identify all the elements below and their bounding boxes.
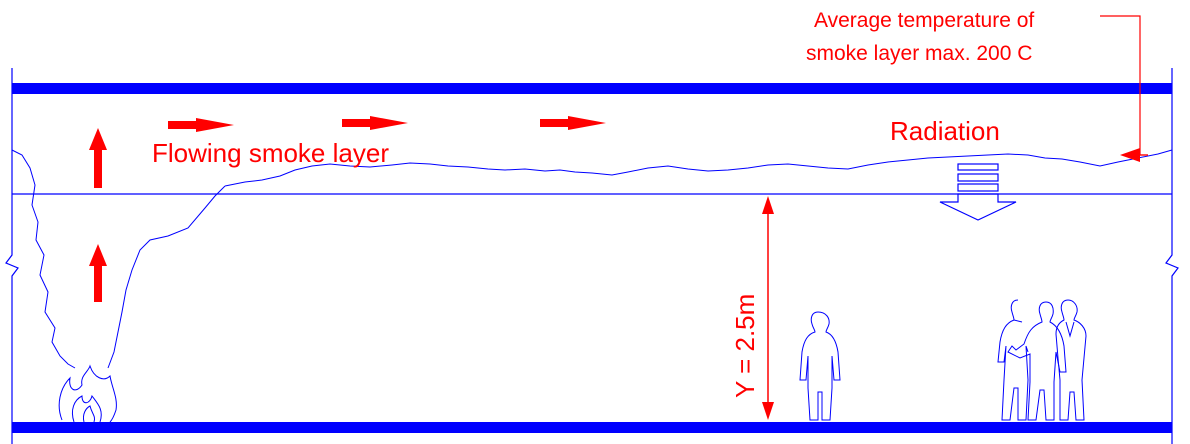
leader-arrow-icon bbox=[1120, 148, 1140, 162]
flow-arrow-icon bbox=[168, 118, 234, 132]
fire-icon bbox=[58, 364, 117, 423]
person-icon bbox=[1055, 299, 1087, 421]
temperature-label-line2: smoke layer max. 200 C bbox=[806, 42, 1032, 65]
person-icon bbox=[1007, 301, 1067, 421]
floor-slab bbox=[12, 422, 1172, 433]
left-wall bbox=[5, 68, 19, 444]
temperature-leader-arrow bbox=[1100, 15, 1148, 156]
flowing-smoke-label: Flowing smoke layer bbox=[152, 138, 389, 168]
up-arrow-icon bbox=[89, 244, 107, 302]
height-label: Y = 2.5m bbox=[730, 294, 760, 398]
flow-arrow-icon bbox=[540, 116, 606, 130]
person-icon bbox=[799, 311, 841, 421]
flow-arrow-icon bbox=[342, 116, 408, 130]
radiation-down-arrow-icon bbox=[939, 193, 1017, 221]
height-dimension bbox=[762, 196, 774, 420]
radiation-label: Radiation bbox=[890, 116, 1000, 146]
ceiling-slab bbox=[12, 83, 1172, 94]
smoke-plume-left bbox=[11, 149, 76, 369]
up-arrow-icon bbox=[89, 128, 107, 188]
smoke-layer-wavy-line bbox=[224, 149, 1173, 187]
radiator-icon bbox=[957, 163, 999, 192]
right-wall bbox=[1165, 68, 1179, 444]
smoke-plume-right bbox=[107, 185, 226, 369]
temperature-label-line1: Average temperature of bbox=[814, 9, 1034, 32]
person-icon bbox=[997, 299, 1029, 421]
